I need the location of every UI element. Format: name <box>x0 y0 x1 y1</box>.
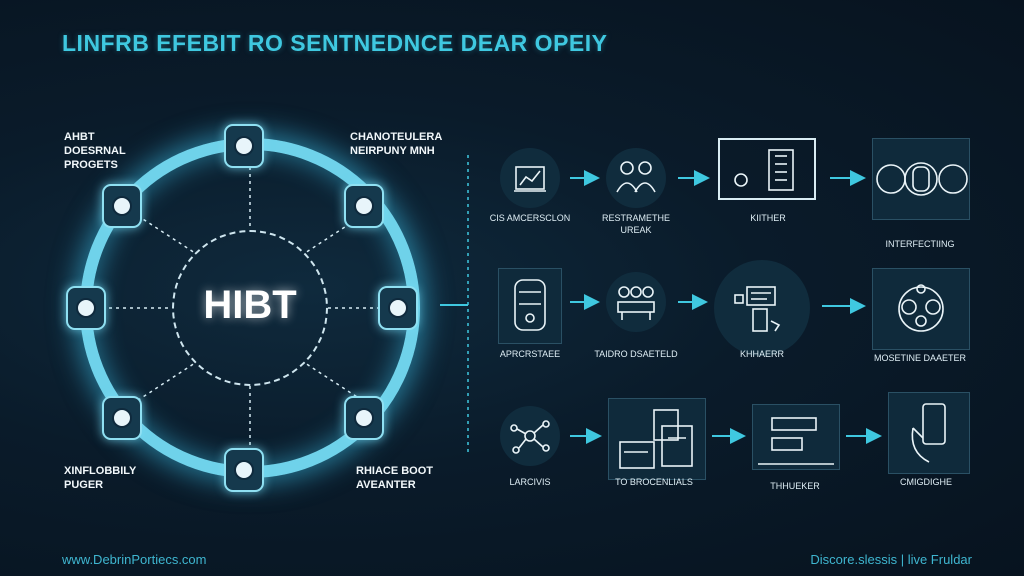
flow-label-r2-1: APRCRSTAEE <box>499 349 561 359</box>
node-icon <box>234 460 254 480</box>
desk-icon <box>714 260 810 356</box>
corner-label-bottom-right: RHIACE BOOT AVEANTER <box>356 465 433 491</box>
flow-label-r2-3: KHHAERR <box>739 349 784 359</box>
node-icon <box>354 408 374 428</box>
node-icon <box>234 136 254 156</box>
flow-item-r3-3[interactable] <box>752 404 840 470</box>
team-icon <box>606 272 666 332</box>
corner-label-top-right: CHANOTEULERA NEIRPUNY MNH <box>350 131 443 157</box>
page-title: LINFRB EFEBIT RO SENTNEDNCE DEAR OPEIY <box>62 30 608 56</box>
flow-label-r2-4: MOSETINE DAAETER <box>873 353 966 363</box>
flow-label-r1-4: INTERFECTIING <box>885 239 955 249</box>
ring-node-top-right[interactable] <box>344 184 384 228</box>
bracket-connector <box>440 155 469 455</box>
corner-label-top-left: AHBT DOESRNAL PROGETS <box>64 131 126 171</box>
flow-label-r1-1: CIS AMCERSCLON <box>489 213 571 223</box>
hub-label: HIBT <box>203 283 297 327</box>
phone-icon <box>888 392 970 474</box>
ring-node-top-left[interactable] <box>102 184 142 228</box>
flow-item-r3-1[interactable] <box>500 406 560 466</box>
ring-node-bottom-right[interactable] <box>344 396 384 440</box>
flow-item-r1-3[interactable] <box>718 138 816 200</box>
flow-item-r2-2[interactable] <box>606 272 666 332</box>
flow-label-r3-3: THHUEKER <box>770 481 820 491</box>
flow-item-r1-2[interactable] <box>606 148 666 208</box>
hub-ring-diagram: HIBT <box>60 118 440 498</box>
node-icon <box>76 298 96 318</box>
chart-box-icon <box>500 148 560 208</box>
corner-label-bottom-left: XINFLOBBILY PUGER <box>64 465 137 491</box>
flow-label-r3-1: LARCIVIS <box>509 477 551 487</box>
tags-icon <box>752 404 840 470</box>
flow-item-r2-4[interactable] <box>872 268 970 350</box>
flow-item-r3-4[interactable] <box>888 392 970 474</box>
flow-label-r1-2: RESTRAMETHE UREAK <box>601 213 670 235</box>
flow-label-r1-3: KIITHER <box>750 213 786 223</box>
files-icon <box>608 398 706 480</box>
flow-label-r3-4: CMIGDIGHE <box>899 477 952 487</box>
node-icon <box>112 408 132 428</box>
rings-icon <box>872 138 970 220</box>
inner-dashed-ring <box>172 230 328 386</box>
gears-icon <box>872 268 970 350</box>
network-icon <box>500 406 560 466</box>
node-icon <box>354 196 374 216</box>
ring-node-bottom[interactable] <box>224 448 264 492</box>
flow-item-r1-4[interactable] <box>872 138 970 220</box>
footer-credit: Discore.slessis | live Fruldar <box>810 552 972 567</box>
footer-website[interactable]: www.DebrinPortiecs.com <box>62 552 207 567</box>
building-icon <box>718 138 816 200</box>
flow-item-r2-1[interactable] <box>498 268 562 344</box>
flow-label-r2-2: TAIDRO DSAETELD <box>594 349 678 359</box>
node-icon <box>388 298 408 318</box>
flow-item-r3-2[interactable] <box>608 398 706 480</box>
flow-item-r1-1[interactable] <box>500 148 560 208</box>
ring-node-right[interactable] <box>378 286 418 330</box>
node-icon <box>112 196 132 216</box>
flow-item-r2-3[interactable] <box>714 260 810 356</box>
flow-label-r3-2: TO BROCENLIALS <box>615 477 693 487</box>
ring-node-left[interactable] <box>66 286 106 330</box>
ring-node-top[interactable] <box>224 124 264 168</box>
ring-node-bottom-left[interactable] <box>102 396 142 440</box>
server-icon <box>498 268 562 344</box>
people-icon <box>606 148 666 208</box>
